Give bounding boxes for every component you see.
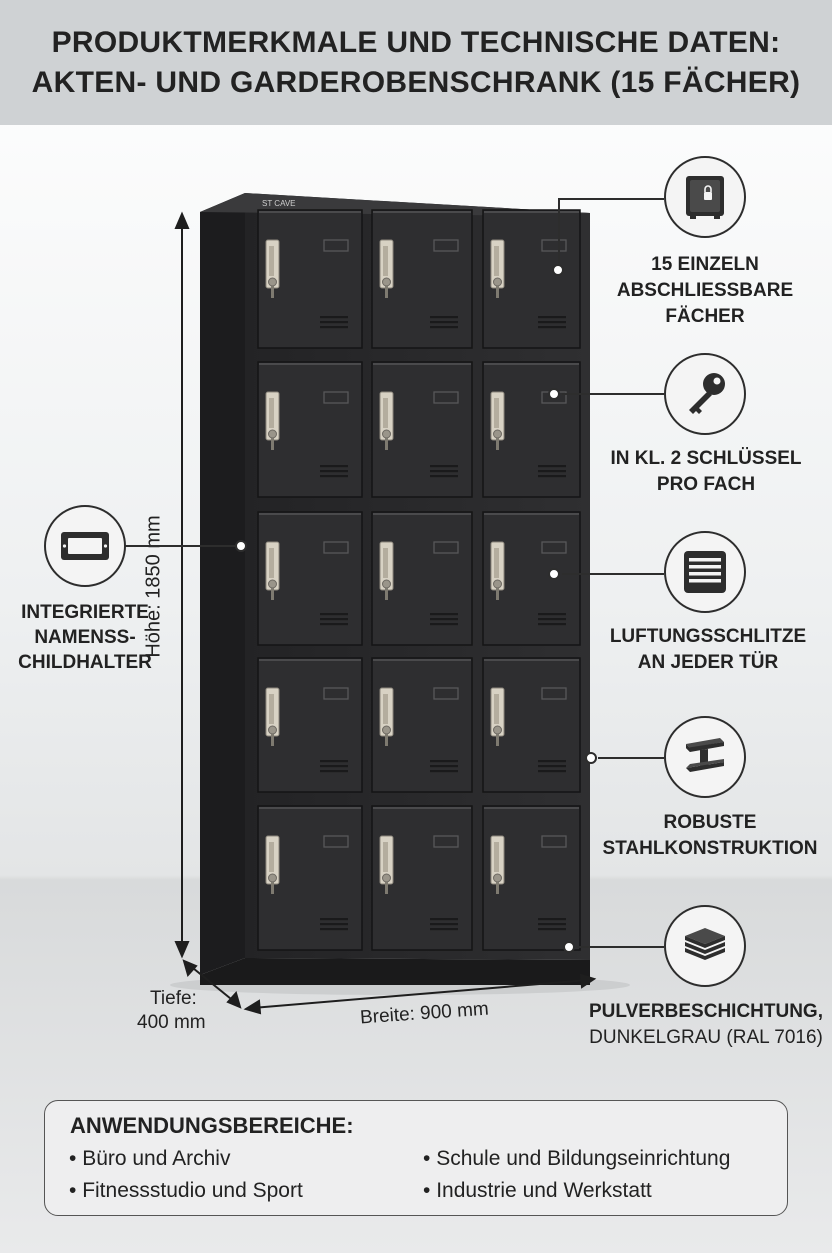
use-item-fitness-text: Fitnessstudio und Sport (82, 1179, 303, 1202)
name-plate-holder-11 (433, 687, 459, 700)
leader-line-2 (562, 393, 664, 395)
locker-door-9 (482, 511, 581, 646)
use-item-office: • Büro und Archiv (69, 1147, 231, 1170)
locker-door-4 (257, 361, 363, 498)
locker-door-6 (482, 361, 581, 498)
callout-dot-5 (563, 941, 575, 953)
name-plate-holder-4 (323, 391, 349, 404)
application-areas-box: ANWENDUNGSBEREICHE: • Büro und Archiv • … (44, 1100, 788, 1216)
leader-line-6 (125, 545, 236, 547)
feature-label-vents-line-1: LUFTUNGSSCHLITZE (609, 626, 807, 647)
feature-label-lockable: 15 EINZELN ABSCHLIESSBARE FÄCHER (610, 252, 800, 330)
name-plate-holder-15 (541, 835, 567, 848)
cabinet-side-panel (200, 193, 245, 975)
name-plate-holder-7 (323, 541, 349, 554)
locker-door-3 (482, 209, 581, 349)
feature-label-lockable-line-1: 15 EINZELN (651, 254, 759, 275)
feature-label-coating-line-1: PULVERBESCHICHTUNG, (589, 1001, 823, 1022)
callout-dot-6 (235, 540, 247, 552)
use-item-industry-text: Industrie und Werkstatt (436, 1179, 652, 1202)
feature-label-vents-line-2: AN JEDER TÜR (637, 652, 779, 673)
locker-door-1 (257, 209, 363, 349)
feature-label-steel-line-2: STAHLKONSTRUKTION (602, 838, 818, 859)
name-plate-holder-2 (433, 239, 459, 252)
feature-label-vents: LUFTUNGSSCHLITZE AN JEDER TÜR (598, 624, 818, 676)
locker-door-8 (371, 511, 473, 646)
name-plate-holder-8 (433, 541, 459, 554)
callout-dot-4 (585, 752, 597, 764)
leader-line-1 (558, 198, 664, 200)
depth-dimension-label-1: Tiefe: (150, 988, 197, 1009)
page-title-line-1: PRODUKTMERKMALE UND TECHNISCHE DATEN: (51, 25, 781, 59)
name-plate-holder-14 (433, 835, 459, 848)
locker-door-13 (257, 805, 363, 951)
callout-dot-2 (548, 388, 560, 400)
name-plate-holder-12 (541, 687, 567, 700)
locker-door-5 (371, 361, 473, 498)
callout-dot-3 (548, 568, 560, 580)
leader-line-5 (576, 946, 664, 948)
layers-icon (664, 905, 746, 987)
name-plate-holder-5 (433, 391, 459, 404)
leader-line-1b (558, 198, 560, 264)
locker-door-14 (371, 805, 473, 951)
name-plate-holder-9 (541, 541, 567, 554)
use-item-school: • Schule und Bildungseinrichtung (423, 1147, 731, 1170)
steel-beam-icon (664, 716, 746, 798)
name-plate-holder-1 (323, 239, 349, 252)
feature-label-coating-line-2: DUNKELGRAU (RAL 7016) (589, 1027, 823, 1048)
use-item-fitness: • Fitnessstudio und Sport (69, 1179, 303, 1202)
locker-door-15 (482, 805, 581, 951)
key-icon (664, 353, 746, 435)
page-title-line-2: AKTEN- UND GARDEROBENSCHRANK (15 FÄCHER) (31, 65, 801, 99)
safe-icon (664, 156, 746, 238)
feature-label-nameplate: INTEGRIERTE NAMENSS- CHILDHALTER (10, 600, 160, 675)
brand-label: ST CAVE (262, 199, 296, 208)
feature-label-nameplate-line-3: CHILDHALTER (18, 652, 152, 673)
depth-dimension-label-2: 400 mm (137, 1012, 206, 1033)
locker-door-10 (257, 657, 363, 793)
feature-label-nameplate-line-1: INTEGRIERTE (21, 602, 149, 623)
feature-label-lockable-line-2: ABSCHLIESSBARE (616, 280, 794, 301)
callout-dot-1 (552, 264, 564, 276)
locker-door-12 (482, 657, 581, 793)
header-banner: PRODUKTMERKMALE UND TECHNISCHE DATEN: AK… (0, 0, 832, 125)
locker-door-11 (371, 657, 473, 793)
vent-icon (664, 531, 746, 613)
feature-label-coating: PULVERBESCHICHTUNG, DUNKELGRAU (RAL 7016… (588, 999, 824, 1051)
name-plate-icon (44, 505, 126, 587)
feature-label-keys-line-2: PRO FACH (656, 474, 756, 495)
locker-door-7 (257, 511, 363, 646)
application-areas-title: ANWENDUNGSBEREICHE: (70, 1113, 354, 1138)
feature-label-steel: ROBUSTE STAHLKONSTRUKTION (590, 810, 830, 862)
use-item-office-text: Büro und Archiv (82, 1147, 231, 1170)
name-plate-holder-13 (323, 835, 349, 848)
feature-label-lockable-line-3: FÄCHER (665, 306, 745, 327)
use-item-industry: • Industrie und Werkstatt (423, 1179, 652, 1202)
name-plate-holder-3 (541, 239, 567, 252)
feature-label-keys-line-1: IN KL. 2 SCHLÜSSEL (610, 448, 802, 469)
use-item-school-text: Schule und Bildungseinrichtung (436, 1147, 731, 1170)
leader-line-3 (562, 573, 664, 575)
feature-label-steel-line-1: ROBUSTE (663, 812, 757, 833)
locker-door-2 (371, 209, 473, 349)
feature-label-keys: IN KL. 2 SCHLÜSSEL PRO FACH (606, 446, 806, 498)
leader-line-4 (598, 757, 664, 759)
feature-label-nameplate-line-2: NAMENSS- (34, 627, 136, 648)
name-plate-holder-10 (323, 687, 349, 700)
